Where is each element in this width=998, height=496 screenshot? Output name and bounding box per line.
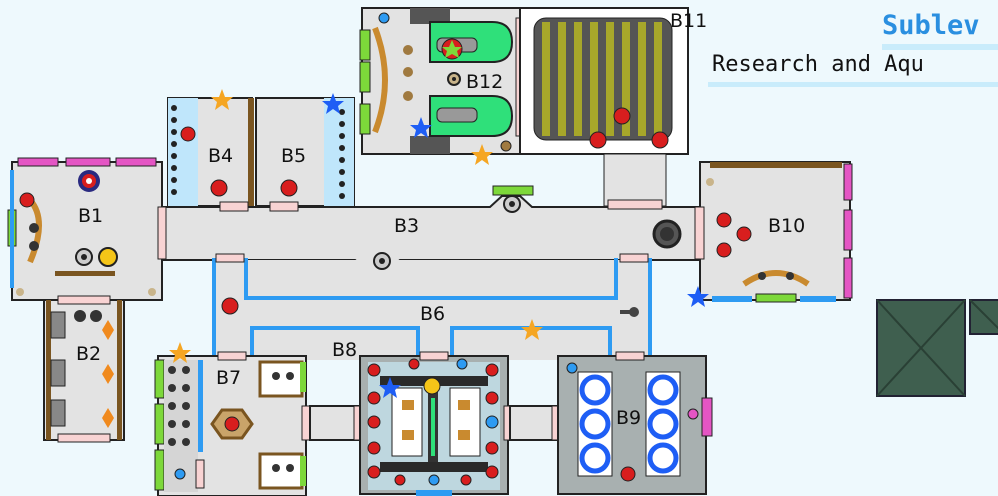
- star-icon[interactable]: [169, 342, 191, 363]
- room-label: B2: [76, 343, 101, 365]
- room-label: B8: [332, 339, 357, 361]
- room-label: B11: [670, 10, 707, 32]
- room-label: B3: [394, 215, 419, 237]
- star-icon[interactable]: [687, 286, 709, 307]
- room-b7[interactable]: [154, 351, 311, 496]
- room-label: B6: [420, 303, 445, 325]
- crate-large: [876, 299, 966, 397]
- star-icon[interactable]: [410, 117, 432, 138]
- star-icon[interactable]: [442, 40, 462, 58]
- room-label: B4: [208, 145, 233, 167]
- level-title: Sublev: [882, 10, 980, 41]
- room-b5[interactable]: [255, 97, 355, 212]
- room-b2[interactable]: [43, 295, 125, 443]
- star-icon[interactable]: [322, 93, 344, 114]
- room-b9[interactable]: [557, 351, 713, 495]
- star-icon[interactable]: [521, 319, 543, 340]
- room-label: B1: [78, 205, 103, 227]
- subtitle-underline: [708, 82, 998, 87]
- level-subtitle: Research and Aqu: [712, 52, 924, 77]
- star-icon[interactable]: [211, 89, 233, 110]
- room-label: B10: [768, 215, 805, 237]
- room-label: B9: [616, 407, 641, 429]
- room-label: B7: [216, 367, 241, 389]
- room-label: B12: [466, 71, 503, 93]
- room-b10[interactable]: [694, 161, 853, 303]
- connector-b8-b9[interactable]: [509, 405, 559, 441]
- room-b12[interactable]: [359, 7, 525, 155]
- star-icon[interactable]: [379, 377, 401, 398]
- room-b6[interactable]: [212, 253, 652, 360]
- room-b4[interactable]: [167, 97, 254, 212]
- title-underline: [882, 44, 998, 50]
- connector-b7-b8[interactable]: [309, 405, 363, 441]
- crate-small: [969, 299, 998, 335]
- room-b1[interactable]: [7, 157, 167, 301]
- room-b8[interactable]: [359, 351, 513, 496]
- room-b11[interactable]: [519, 7, 689, 210]
- star-icon[interactable]: [471, 144, 493, 165]
- room-label: B5: [281, 145, 306, 167]
